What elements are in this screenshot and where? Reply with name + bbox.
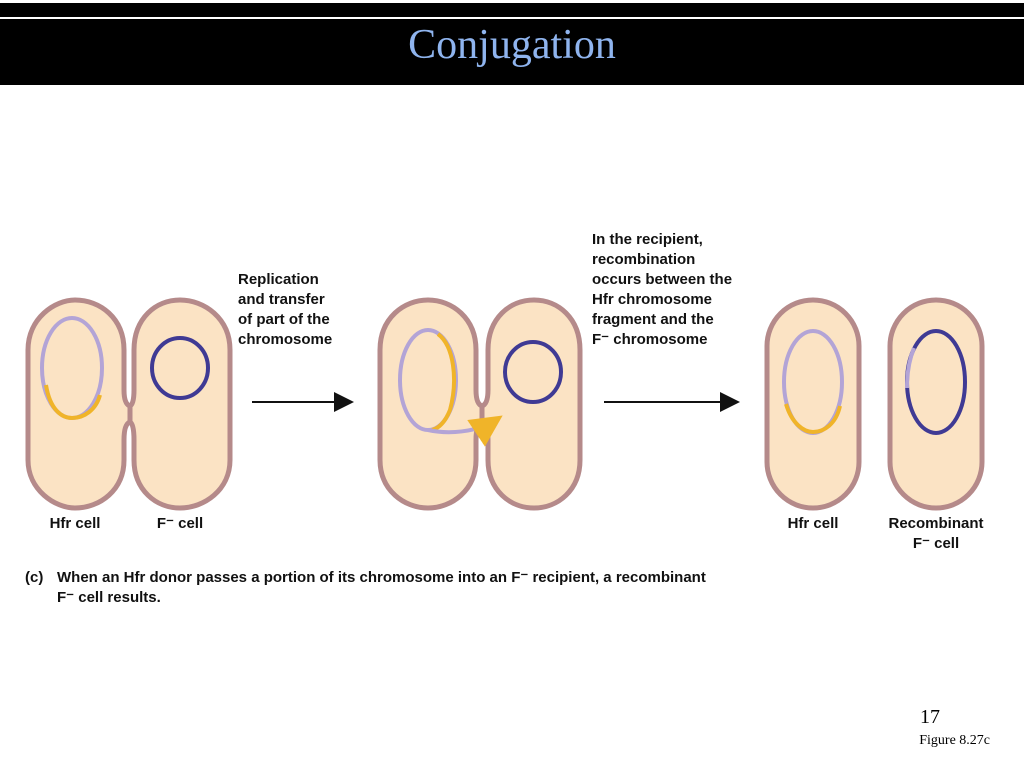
f-minus-cell-label: F⁻ cell — [156, 515, 204, 532]
hfr-cell-label-right: Hfr cell — [787, 515, 839, 532]
page-number: 17 — [920, 706, 940, 728]
stage1-conjugating-pair — [25, 297, 233, 511]
figure-caption: When an Hfr donor passes a portion of it… — [57, 569, 706, 606]
step1-label: Replication and transfer of part of the … — [238, 271, 333, 348]
figure-reference: Figure 8.27c — [919, 733, 990, 748]
stage2-transfer-pair — [377, 297, 583, 511]
hfr-f-segment-after — [784, 403, 842, 435]
stage3-separated-cells — [764, 297, 985, 511]
step2-label: In the recipient, recombination occurs b… — [592, 231, 733, 348]
hfr-cell-label-left: Hfr cell — [49, 515, 101, 532]
hfr-donor-cell — [25, 297, 133, 511]
f-minus-recipient-cell-transfer — [479, 297, 583, 511]
title-bar: Conjugation — [0, 0, 1024, 85]
slide-title: Conjugation — [408, 22, 616, 68]
recombinant-cell-label: Recombinant F⁻ cell — [888, 515, 984, 552]
recombined-segment — [905, 347, 916, 389]
caption-tag: (c) — [25, 569, 44, 586]
f-minus-chromosome-transfer — [503, 340, 563, 404]
f-minus-recipient-cell — [127, 297, 233, 511]
replicated-f-segment — [431, 332, 456, 432]
transferring-strand-gold — [467, 415, 503, 447]
hfr-chromosome-f-segment — [44, 384, 102, 421]
f-minus-chromosome — [150, 336, 210, 400]
